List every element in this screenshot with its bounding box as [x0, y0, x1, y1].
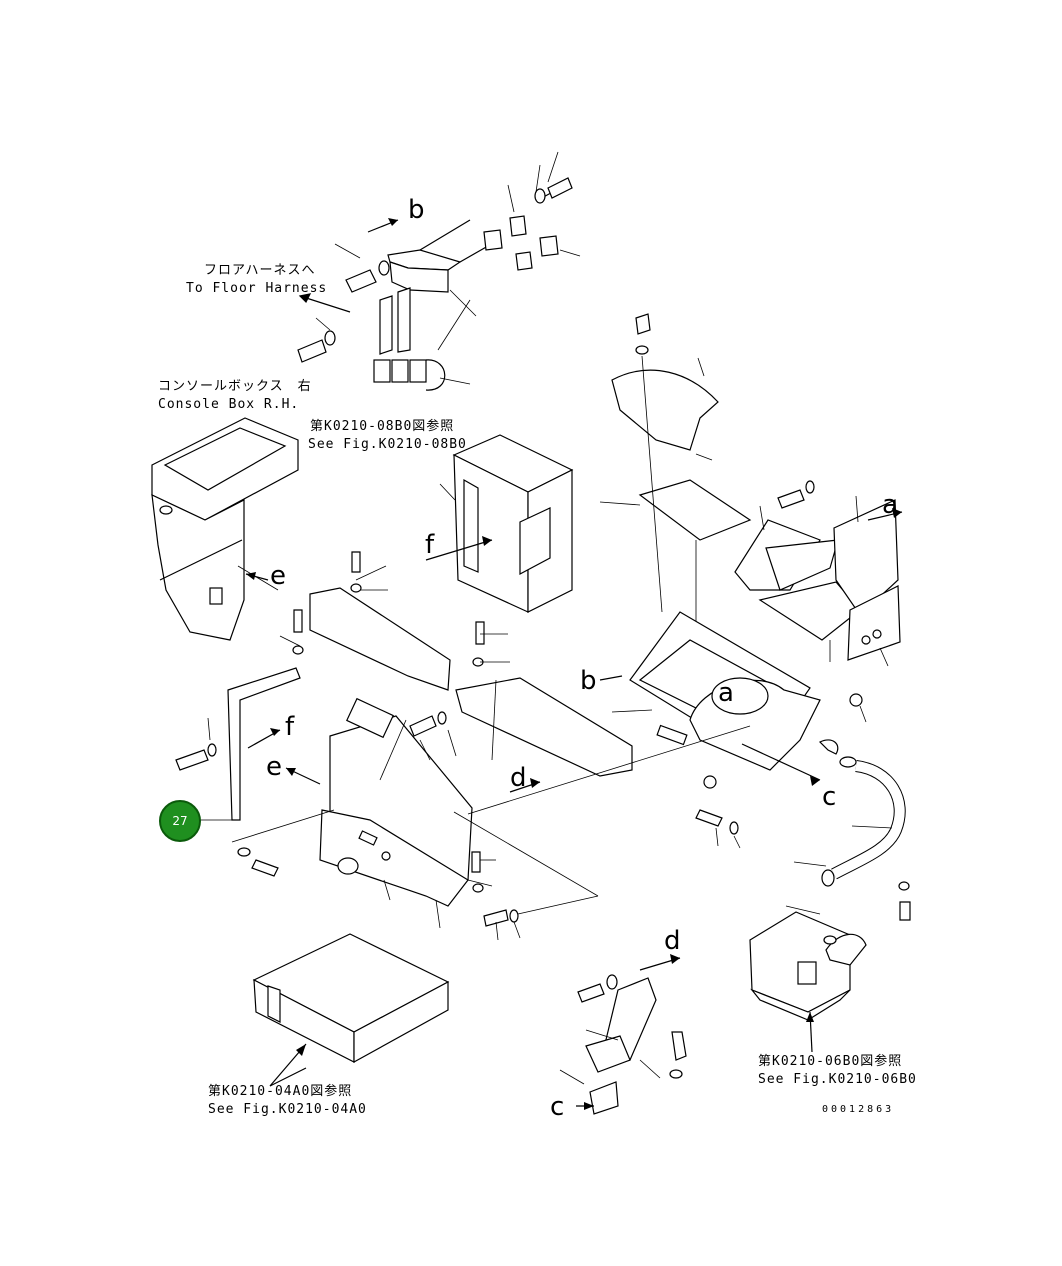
item-number-badge[interactable]: 27 [159, 800, 201, 842]
ref-04a0-label-en: See Fig.K0210-04A0 [208, 1102, 367, 1117]
console-box-label-en: Console Box R.H. [158, 397, 300, 412]
callout-letter-a-circle: a [718, 678, 734, 708]
fasteners [175, 551, 867, 941]
ref-04a0-label-jp: 第K0210-04A0図参照 [208, 1084, 353, 1099]
ref-06b0-label-en: See Fig.K0210-06B0 [758, 1072, 917, 1087]
callout-letter-f-lower: f [285, 712, 295, 742]
console-box-label-jp: コンソールボックス 右 [158, 379, 312, 394]
hose-assembly [793, 756, 911, 921]
ref-08b0-label-jp: 第K0210-08B0図参照 [310, 419, 455, 434]
callout-arrows [245, 536, 681, 971]
drawing-number: 00012863 [822, 1104, 895, 1115]
callout-letter-b-top: b [408, 195, 425, 225]
middle-plates [227, 587, 633, 907]
callout-letter-e-upper: e [270, 561, 286, 591]
callout-letter-e-lower: e [266, 752, 282, 782]
callout-letter-a-right: a [882, 490, 898, 520]
callout-letter-d-lower: d [664, 926, 681, 956]
floor-harness-label-en: To Floor Harness [186, 281, 328, 296]
callout-letter-f-upper: f [425, 530, 435, 560]
ref-08b0-label-en: See Fig.K0210-08B0 [308, 437, 467, 452]
console-box-rh [151, 417, 299, 641]
ref-06b0-label-jp: 第K0210-06B0図参照 [758, 1054, 903, 1069]
callout-letter-c-lower: c [550, 1092, 565, 1122]
callout-letter-c-right: c [822, 782, 837, 812]
central-tray [599, 611, 839, 786]
lower-right-unit [749, 905, 867, 1053]
top-harness-assembly [297, 151, 581, 391]
floor-harness-label-jp: フロアハーネスへ [204, 263, 316, 278]
callout-letter-d-middle: d [510, 763, 527, 793]
right-upper-covers [599, 313, 903, 690]
lower-left-box [252, 933, 450, 1087]
relay-box [439, 434, 574, 613]
lower-bracket [559, 974, 687, 1115]
callout-letter-b-middle: b [580, 666, 597, 696]
